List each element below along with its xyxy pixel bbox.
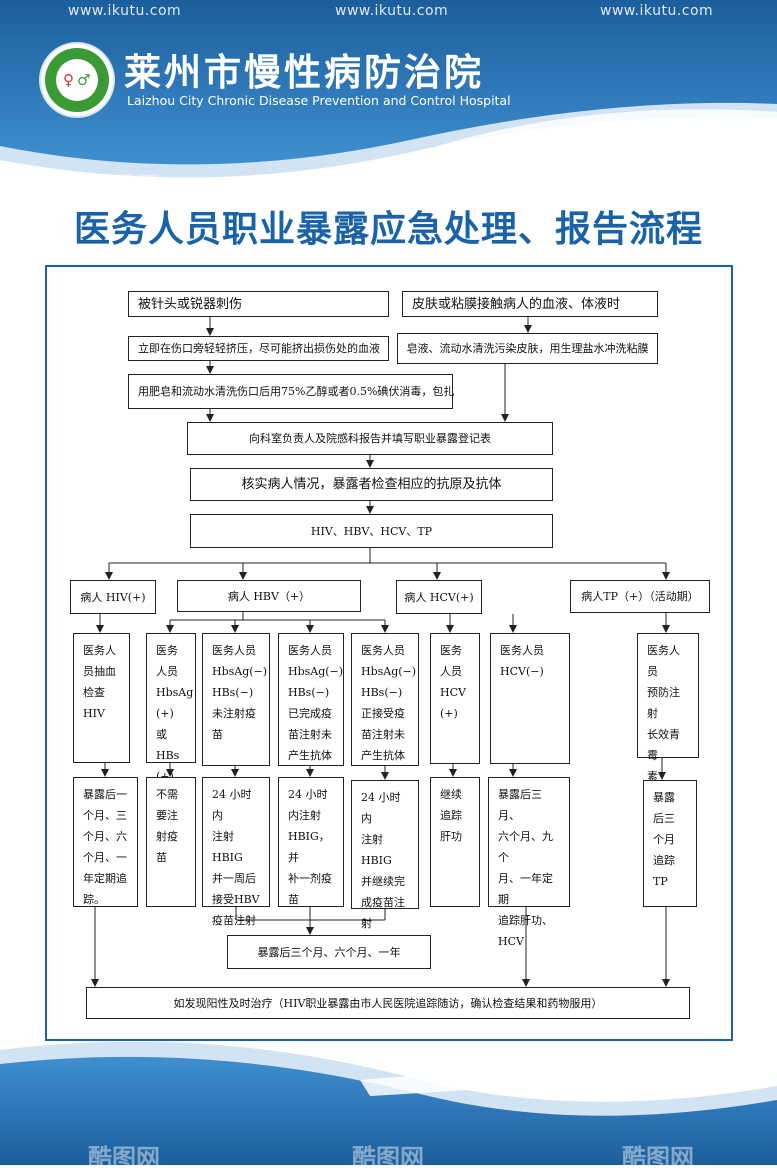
hbv-action-1: 不需 要注 射疫 苗	[146, 777, 196, 907]
patient-hbv-positive: 病人 HBV（+）	[177, 580, 361, 612]
report-step: 向科室负责人及院感科报告并填写职业暴露登记表	[187, 422, 553, 455]
person-icon: ♂	[77, 71, 91, 89]
patient-tp-positive: 病人TP（+）（活动期）	[570, 580, 710, 613]
person-icon: ♀	[63, 71, 74, 89]
hospital-name-en: Laizhou City Chronic Disease Prevention …	[127, 93, 511, 108]
hospital-logo: ♀ ♂	[41, 44, 113, 116]
final-treatment-step: 如发现阳性及时治疗（HIV职业暴露由市人民医院追踪随访，确认检查结果和药物服用）	[86, 987, 690, 1019]
disinfect-wound-step: 用肥皂和流动水清洗伤口后用75%乙醇或者0.5%碘伏消毒，包扎	[128, 374, 454, 409]
test-items: HIV、HBV、HCV、TP	[190, 514, 553, 548]
skin-mucosa-exposure-start: 皮肤或粘膜接触病人的血液、体液时	[402, 291, 658, 317]
hbv-action-2: 24 小时内 注射HBIG 并一周后 接受HBV 疫苗注射	[202, 777, 270, 927]
hcv-staff-case-1: 医务 人员 HCV (+)	[430, 633, 480, 764]
hbv-action-4: 24 小时内 注射HBIG 并继续完 成疫苗注 射	[351, 780, 419, 930]
needle-injury-start: 被针头或锐器刺伤	[128, 291, 389, 317]
hbv-staff-case-1: 医务 人员 HbsAg (+) 或HBs (+)	[146, 633, 196, 783]
hbv-staff-case-3: 医务人员 HbsAg(−) HBs(−) 已完成疫 苗注射未 产生抗体	[278, 633, 344, 766]
watermark-url: www.ikutu.com	[600, 3, 714, 19]
watermark-brand: 酷图网	[88, 172, 160, 200]
verify-patient-step: 核实病人情况，暴露者检查相应的抗原及抗体	[190, 468, 553, 501]
hiv-follow-up: 暴露后一 个月、三 个月、六 个月、一 年定期追 踪。	[73, 777, 138, 907]
hbv-staff-case-4: 医务人员 HbsAg(−) HBs(−) 正接受疫 苗注射未 产生抗体	[351, 633, 419, 766]
watermark-brand: 酷图网	[622, 1144, 694, 1172]
hbv-action-3: 24 小时 内注射 HBIG，并 补一剂疫 苗	[278, 777, 344, 907]
squeeze-wound-step: 立即在伤口旁轻轻挤压，尽可能挤出损伤处的血液	[128, 336, 389, 361]
skin-wash-step: 皂液、流动水清洗污染皮肤，用生理盐水冲洗粘膜	[397, 333, 658, 364]
tp-staff-prevention: 医务人员 预防注射 长效青霉 素	[637, 633, 699, 783]
hiv-staff-test: 医务人 员抽血 检查 HIV	[73, 633, 130, 763]
hbv-follow-up-schedule: 暴露后三个月、六个月、一年	[227, 935, 431, 969]
hbv-staff-case-2: 医务人员 HbsAg(−) HBs(−) 未注射疫 苗	[202, 633, 270, 766]
tp-follow-up: 暴露 后三 个月 追踪 TP	[643, 780, 697, 907]
page-title: 医务人员职业暴露应急处理、报告流程	[73, 209, 703, 250]
watermark-brand: 酷图网	[352, 1144, 424, 1172]
hcv-action-1: 继续 追踪 肝功	[430, 777, 480, 907]
patient-hcv-positive: 病人 HCV(+)	[396, 580, 482, 614]
watermark-brand: 酷图网	[622, 172, 694, 200]
hospital-name-cn: 莱州市慢性病防治院	[124, 51, 484, 94]
watermark-url: www.ikutu.com	[68, 3, 182, 19]
hcv-action-2: 暴露后三月、 六个月、九个 月、一年定期 追踪肝功、 HCV	[488, 777, 570, 948]
patient-hiv-positive: 病人 HIV(+)	[70, 580, 156, 614]
watermark-brand: 酷图网	[88, 1144, 160, 1172]
hcv-staff-case-2: 医务人员 HCV(−)	[490, 633, 570, 764]
watermark-url: www.ikutu.com	[335, 3, 449, 19]
